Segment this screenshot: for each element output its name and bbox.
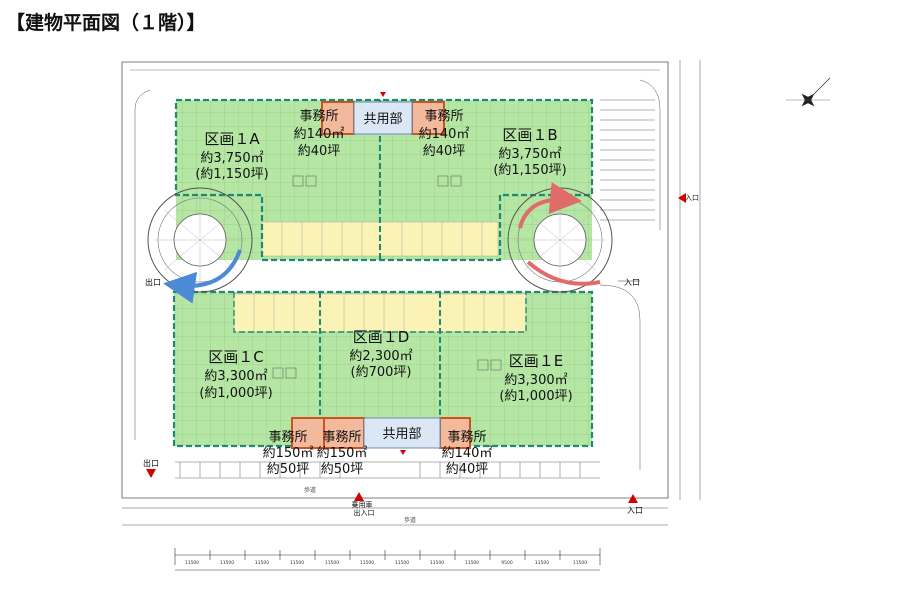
svg-text:出入口: 出入口	[354, 508, 375, 517]
office-lower-2	[323, 417, 365, 449]
svg-text:約50坪: 約50坪	[321, 462, 364, 477]
sidewalk-label: 歩道	[304, 486, 316, 494]
common-area-upper	[353, 101, 413, 135]
svg-text:11500: 11500	[325, 560, 339, 566]
red-triangle-icon	[678, 193, 686, 203]
common-area-lower-label: 共用部	[382, 427, 421, 442]
svg-text:入口: 入口	[685, 194, 699, 202]
svg-text:事務所: 事務所	[424, 109, 463, 124]
office-label-lower-2: 事務所 約150㎡ 約50坪	[317, 430, 368, 477]
svg-text:約3,300㎡: 約3,300㎡	[204, 369, 267, 384]
svg-text:11500: 11500	[573, 560, 587, 566]
office-entry-triangles	[380, 92, 406, 455]
svg-text:11500: 11500	[220, 560, 234, 566]
zone-1b-label: 区画１B 約3,750㎡ (約1,150坪)	[493, 126, 566, 178]
svg-text:約150㎡: 約150㎡	[317, 446, 368, 461]
svg-text:11500: 11500	[185, 560, 199, 566]
dimension-labels: 11500 11500 11500 11500 11500 11500 1150…	[185, 560, 587, 566]
ramp-left	[147, 187, 253, 304]
svg-text:約140㎡: 約140㎡	[294, 127, 345, 142]
svg-text:11500: 11500	[290, 560, 304, 566]
svg-text:(約1,150坪): (約1,150坪)	[493, 163, 566, 178]
exit-marker-left-mid: 出口	[145, 277, 161, 287]
office-upper-left	[321, 101, 355, 135]
red-triangle-icon	[146, 469, 156, 478]
svg-text:11500: 11500	[360, 560, 374, 566]
entrance-marker-right-side: 入口	[678, 193, 699, 203]
zone-1d-label: 区画１D 約2,300㎡ (約700坪)	[349, 328, 412, 380]
svg-text:11500: 11500	[430, 560, 444, 566]
office-label-lower-3: 事務所 約140㎡ 約40坪	[442, 430, 493, 477]
sidewalk-label-lower: 歩道	[404, 516, 416, 524]
ramp-right	[507, 182, 613, 293]
svg-text:約40坪: 約40坪	[446, 462, 489, 477]
truck-berth-lower	[233, 293, 527, 333]
common-area-lower	[363, 417, 441, 449]
zone-1c-label: 区画１C 約3,300㎡ (約1,000坪)	[199, 348, 272, 401]
svg-text:約3,300㎡: 約3,300㎡	[504, 373, 567, 388]
svg-text:(約1,150坪): (約1,150坪)	[195, 167, 268, 182]
svg-text:区画１A: 区画１A	[204, 130, 260, 148]
svg-text:11500: 11500	[255, 560, 269, 566]
svg-text:約150㎡: 約150㎡	[263, 446, 314, 461]
exit-marker-bottom-left: 出口	[143, 458, 159, 478]
svg-text:(約700坪): (約700坪)	[351, 365, 412, 380]
svg-text:9500: 9500	[501, 560, 513, 566]
svg-text:11500: 11500	[395, 560, 409, 566]
svg-text:事務所: 事務所	[299, 109, 338, 124]
office-lower-3	[439, 417, 471, 449]
svg-text:約140㎡: 約140㎡	[419, 127, 470, 142]
svg-text:事務所: 事務所	[322, 430, 361, 445]
svg-text:約140㎡: 約140㎡	[442, 446, 493, 461]
site-boundary	[121, 60, 701, 526]
svg-text:区画１E: 区画１E	[509, 352, 563, 370]
parking-lots	[175, 99, 655, 479]
office-label-lower-1: 事務所 約150㎡ 約50坪	[263, 430, 314, 477]
svg-text:(約1,000坪): (約1,000坪)	[499, 389, 572, 404]
ramp-left-arrow	[163, 249, 242, 304]
svg-text:11500: 11500	[465, 560, 479, 566]
ramp-right-arrow-upper	[518, 182, 582, 229]
vehicle-access-marker: 乗用車 出入口	[352, 492, 375, 517]
svg-text:入口: 入口	[627, 506, 643, 515]
svg-text:区画１B: 区画１B	[502, 126, 557, 144]
svg-text:出口: 出口	[143, 458, 159, 468]
office-label-upper-left: 事務所 約140㎡ 約40坪	[294, 109, 345, 159]
svg-text:約40坪: 約40坪	[423, 144, 466, 159]
dimension-line	[174, 548, 601, 571]
svg-text:約40坪: 約40坪	[298, 144, 341, 159]
red-triangle-icon	[354, 492, 364, 501]
zone-1e-label: 区画１E 約3,300㎡ (約1,000坪)	[499, 352, 572, 404]
entrance-marker-bottom-right: 入口	[627, 494, 643, 515]
red-triangle-icon	[628, 494, 638, 503]
entrance-marker-right-mid: 入口	[618, 278, 640, 287]
svg-text:出口: 出口	[145, 277, 161, 287]
svg-text:区画１C: 区画１C	[208, 348, 263, 366]
compass-icon	[786, 77, 831, 107]
svg-text:約3,750㎡: 約3,750㎡	[498, 147, 561, 162]
svg-text:11500: 11500	[535, 560, 549, 566]
ramp-right-arrow-lower	[526, 260, 601, 286]
lower-building	[172, 290, 594, 449]
svg-text:約3,750㎡: 約3,750㎡	[200, 151, 263, 166]
svg-text:事務所: 事務所	[268, 430, 307, 445]
common-area-upper-label: 共用部	[363, 112, 402, 127]
svg-text:(約1,000坪): (約1,000坪)	[199, 386, 272, 401]
office-label-upper-right: 事務所 約140㎡ 約40坪	[419, 109, 470, 159]
svg-text:約50坪: 約50坪	[267, 462, 310, 477]
zone-1a-label: 区画１A 約3,750㎡ (約1,150坪)	[195, 130, 268, 182]
svg-text:約2,300㎡: 約2,300㎡	[349, 349, 412, 364]
svg-text:乗用車: 乗用車	[352, 500, 373, 509]
page-title: 【建物平面図（１階）】	[6, 12, 206, 34]
svg-text:事務所: 事務所	[447, 430, 486, 445]
svg-text:入口: 入口	[624, 278, 640, 287]
svg-text:区画１D: 区画１D	[353, 328, 410, 346]
